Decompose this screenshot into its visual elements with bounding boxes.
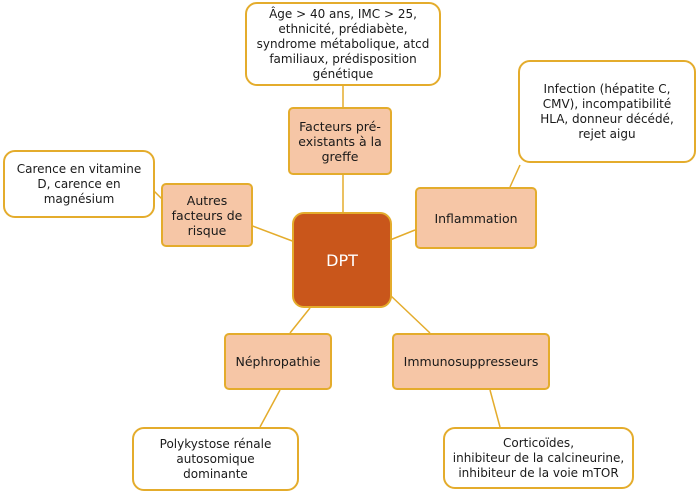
- connector-center-inflammation: [389, 229, 416, 241]
- dpt-center-label: DPT: [326, 250, 358, 270]
- other-factors-node: Autres facteurs de risque: [161, 183, 253, 247]
- immunosuppressants-details-box: Corticoïdes, inhibiteur de la calcineuri…: [443, 427, 634, 489]
- nephropathy-details-text: Polykystose rénale autosomique dominante: [159, 436, 272, 481]
- other-details-box: Carence en vitamine D, carence en magnés…: [3, 150, 155, 218]
- connector-inflammation-detail: [509, 164, 521, 188]
- connector-center-other: [249, 224, 296, 243]
- nephropathy-label: Néphropathie: [235, 354, 321, 369]
- dpt-center-node: DPT: [292, 212, 392, 308]
- other-details-text: Carence en vitamine D, carence en magnés…: [16, 161, 142, 206]
- preexisting-factors-label: Facteurs pré- existants à la greffe: [298, 118, 382, 164]
- nephropathy-details-box: Polykystose rénale autosomique dominante: [132, 427, 299, 491]
- preexisting-details-box: Âge > 40 ans, IMC > 25, ethnicité, prédi…: [245, 2, 441, 86]
- immunosuppressants-label: Immunosuppresseurs: [403, 354, 539, 369]
- immunosuppressants-node: Immunosuppresseurs: [392, 333, 550, 390]
- connector-center-nephropathy: [289, 307, 311, 334]
- preexisting-factors-node: Facteurs pré- existants à la greffe: [288, 107, 392, 175]
- preexisting-details-text: Âge > 40 ans, IMC > 25, ethnicité, prédi…: [256, 6, 430, 81]
- inflammation-details-box: Infection (hépatite C, CMV), incompatibi…: [518, 60, 696, 163]
- nephropathy-node: Néphropathie: [224, 333, 332, 390]
- inflammation-details-text: Infection (hépatite C, CMV), incompatibi…: [540, 81, 674, 141]
- inflammation-node: Inflammation: [415, 187, 537, 249]
- inflammation-label: Inflammation: [434, 210, 518, 226]
- connector-nephropathy-detail: [259, 389, 281, 428]
- connector-immunosuppressants-detail: [489, 389, 501, 428]
- connector-center-immunosuppressants: [389, 294, 431, 334]
- immunosuppressants-details-text: Corticoïdes, inhibiteur de la calcineuri…: [452, 435, 625, 480]
- other-factors-label: Autres facteurs de risque: [171, 192, 243, 238]
